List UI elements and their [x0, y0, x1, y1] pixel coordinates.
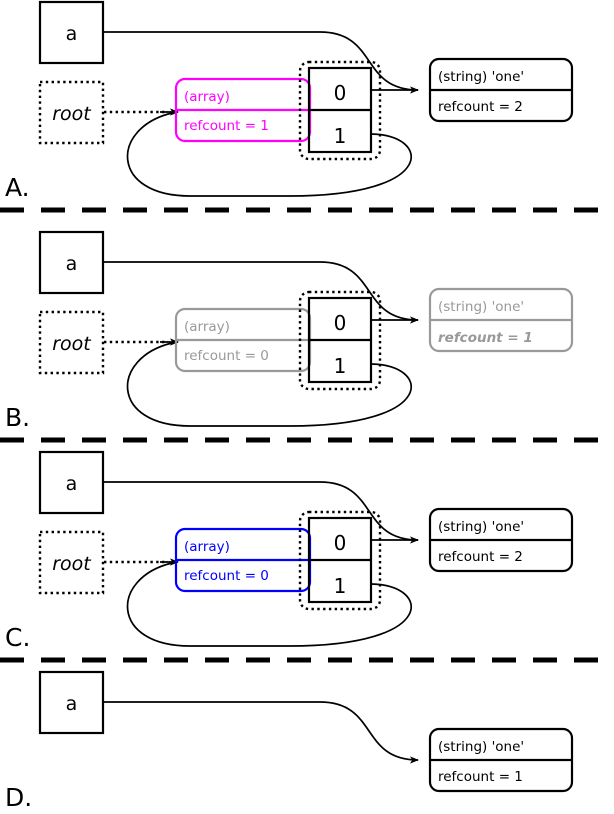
- panel-b: a root (array) refcount = 0 0 1 (string)…: [38, 230, 574, 427]
- panel-b-variable-box: [38, 230, 105, 295]
- panel-c-root-label: root: [52, 553, 92, 575]
- panel-b-cell-0-label: 0: [334, 311, 347, 335]
- panel-c-edge-cell1-to-array: [126, 562, 413, 647]
- panel-b-edge-cell1-to-array: [126, 342, 413, 427]
- panel-a-root-box: [38, 80, 105, 145]
- panel-c-cell-0-label: 0: [334, 531, 347, 555]
- panel-c-string-type-label: (string) 'one': [438, 519, 524, 535]
- panel-c-variable-label: a: [66, 473, 78, 495]
- panel-c: a root (array) refcount = 0 0 1 (string)…: [38, 450, 574, 647]
- panel-b-array-refcount-label: refcount = 0: [184, 348, 269, 364]
- panel-b-string-refcount-label: refcount = 1: [438, 330, 533, 346]
- panel-a-edge-a-to-string: [104, 31, 419, 91]
- panel-a-root-label: root: [52, 103, 92, 125]
- panel-c-edge-a-to-string: [104, 481, 419, 541]
- panel-c-array-refcount-label: refcount = 0: [184, 568, 269, 584]
- panel-d: a (string) 'one' refcount = 1: [38, 670, 574, 793]
- panel-b-root-label: root: [52, 333, 92, 355]
- panel-a-variable-box: [38, 0, 105, 65]
- panel-b-array-type-label: (array): [184, 319, 230, 335]
- panel-b-cell-1-label: 1: [334, 354, 347, 378]
- panel-c-cell-1-label: 1: [334, 574, 347, 598]
- panel-c-array-type-label: (array): [184, 539, 230, 555]
- panel-b-root-box: [38, 310, 105, 375]
- panel-a-string-type-label: (string) 'one': [438, 69, 524, 85]
- panel-a-cells-wrapper: [298, 60, 382, 161]
- panel-b-cells-wrapper: [298, 290, 382, 391]
- panel-c-root-box: [38, 530, 105, 595]
- panel-a-string-refcount-label: refcount = 2: [438, 99, 523, 115]
- panel-b-edge-a-to-string: [104, 261, 419, 321]
- panel-c-string-refcount-label: refcount = 2: [438, 549, 523, 565]
- panel-b-string-type-label: (string) 'one': [438, 299, 524, 315]
- panel-a: a root (array) refcount = 1 0 1 (string)…: [38, 0, 574, 197]
- panel-a-array-refcount-label: refcount = 1: [184, 118, 269, 134]
- panel-c-cells-wrapper: [298, 510, 382, 611]
- panel-d-string-refcount-label: refcount = 1: [438, 769, 523, 785]
- panel-d-variable-label: a: [66, 693, 78, 715]
- panel-d-string-type-label: (string) 'one': [438, 739, 524, 755]
- panel-a-letter: A.: [5, 173, 30, 202]
- panel-c-variable-box: [38, 450, 105, 515]
- panel-d-letter: D.: [5, 783, 32, 812]
- panel-a-edge-cell1-to-array: [126, 112, 413, 197]
- panel-a-cell-1-label: 1: [334, 124, 347, 148]
- panel-a-cell-0-label: 0: [334, 81, 347, 105]
- panel-d-variable-box: [38, 670, 105, 735]
- panel-a-array-type-label: (array): [184, 89, 230, 105]
- panel-b-letter: B.: [5, 403, 30, 432]
- panel-d-edge-a-to-string: [104, 701, 419, 764]
- panel-b-variable-label: a: [66, 253, 78, 275]
- panel-a-variable-label: a: [66, 23, 78, 45]
- panel-c-letter: C.: [5, 623, 30, 652]
